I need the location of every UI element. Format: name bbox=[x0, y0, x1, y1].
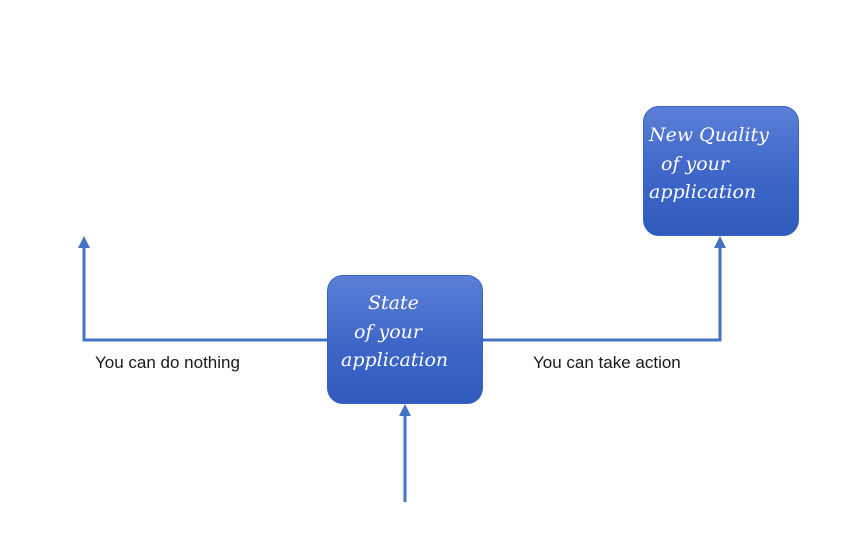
state-node-line-3: application bbox=[341, 349, 449, 371]
take-action-arrowhead bbox=[714, 236, 726, 248]
state-node-line-2: of your bbox=[354, 321, 423, 343]
state-node-line-1: State bbox=[368, 292, 419, 314]
quality-node-line-3: application bbox=[649, 181, 757, 203]
incoming-arrowhead bbox=[399, 404, 411, 416]
take-action-connector bbox=[483, 246, 722, 342]
do-nothing-label: You can do nothing bbox=[95, 353, 240, 372]
new-quality-node: New Quality of your application bbox=[643, 106, 799, 236]
quality-node-line-2: of your bbox=[661, 153, 730, 175]
do-nothing-arrowhead bbox=[78, 236, 90, 248]
do-nothing-connector bbox=[82, 246, 327, 342]
quality-node-line-1: New Quality bbox=[649, 124, 769, 146]
take-action-label: You can take action bbox=[533, 353, 681, 372]
state-of-application-node: State of your application bbox=[327, 275, 483, 404]
